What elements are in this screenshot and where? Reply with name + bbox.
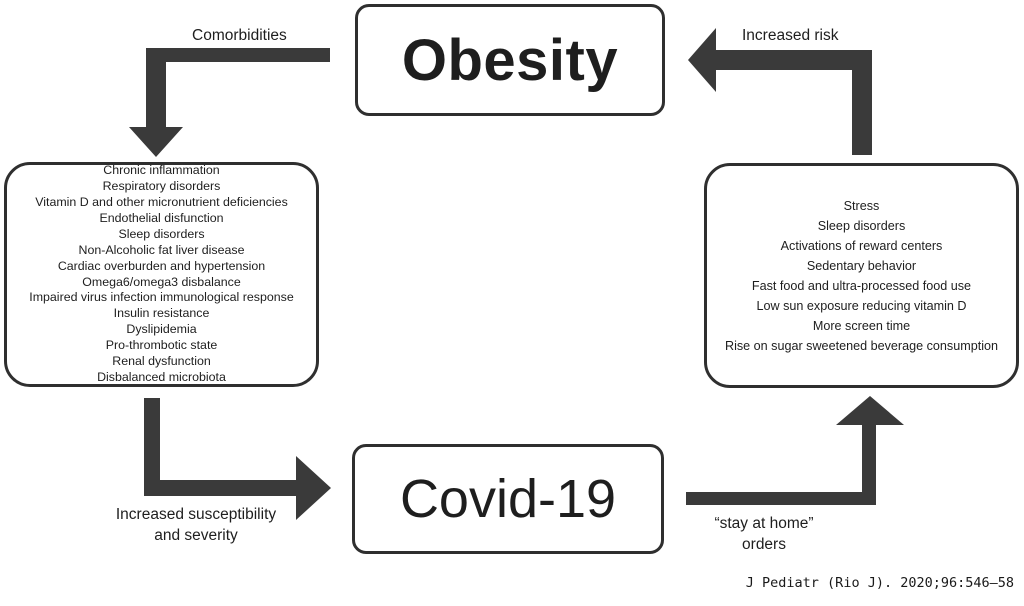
covid-node: Covid-19 bbox=[352, 444, 664, 554]
list-item: Activations of reward centers bbox=[780, 238, 943, 253]
arrow-effects-to-obesity bbox=[688, 28, 872, 155]
susceptibility-edge-label: Increased susceptibility and severity bbox=[106, 504, 286, 546]
list-item: Sleep disorders bbox=[118, 226, 205, 241]
list-item: More screen time bbox=[812, 318, 911, 333]
list-item: Endothelial disfunction bbox=[99, 210, 224, 225]
stay-at-home-edge-label: “stay at home” orders bbox=[704, 513, 824, 555]
list-item: Sleep disorders bbox=[817, 218, 906, 233]
arrow-comorbidities-to-covid bbox=[144, 398, 331, 520]
list-item: Non-Alcoholic fat liver disease bbox=[78, 242, 245, 257]
list-item: Fast food and ultra-processed food use bbox=[751, 278, 972, 293]
list-item: Dyslipidemia bbox=[126, 322, 197, 337]
list-item: Pro-thrombotic state bbox=[105, 338, 218, 353]
list-item: Insulin resistance bbox=[113, 306, 210, 321]
stay-at-home-line-1: “stay at home” bbox=[714, 515, 814, 532]
arrow-covid-to-effects bbox=[686, 396, 904, 505]
list-item: Low sun exposure reducing vitamin D bbox=[756, 298, 967, 313]
list-item: Impaired virus infection immunological r… bbox=[29, 290, 294, 305]
stay-at-home-line-2: orders bbox=[742, 536, 786, 553]
list-item: Stress bbox=[843, 198, 880, 213]
susceptibility-line-1: Increased susceptibility bbox=[115, 506, 277, 523]
list-item: Respiratory disorders bbox=[102, 179, 221, 194]
increased-risk-edge-label: Increased risk bbox=[742, 27, 839, 44]
citation: J Pediatr (Rio J). 2020;96:546–58 bbox=[745, 575, 1014, 591]
list-item: Rise on sugar sweetened beverage consump… bbox=[724, 338, 999, 353]
list-item: Sedentary behavior bbox=[806, 258, 917, 273]
comorbidities-list: Chronic inflammation Respiratory disorde… bbox=[29, 163, 293, 386]
susceptibility-line-2: and severity bbox=[154, 527, 238, 544]
list-item: Chronic inflammation bbox=[103, 163, 220, 178]
stay-at-home-effects-box: Stress Sleep disorders Activations of re… bbox=[704, 163, 1019, 388]
list-item: Vitamin D and other micronutrient defici… bbox=[35, 194, 288, 209]
covid-label: Covid-19 bbox=[399, 469, 617, 529]
comorbidities-edge-label: Comorbidities bbox=[192, 27, 287, 44]
obesity-node: Obesity bbox=[355, 4, 665, 116]
list-item: Omega6/omega3 disbalance bbox=[82, 274, 241, 289]
obesity-label: Obesity bbox=[401, 27, 619, 93]
arrow-obesity-to-comorbidities bbox=[129, 48, 330, 157]
stay-at-home-effects-list: Stress Sleep disorders Activations of re… bbox=[725, 196, 998, 356]
list-item: Cardiac overburden and hypertension bbox=[57, 258, 266, 273]
list-item: Disbalanced microbiota bbox=[97, 369, 226, 384]
list-item: Renal dysfunction bbox=[112, 354, 211, 369]
comorbidities-box: Chronic inflammation Respiratory disorde… bbox=[4, 162, 319, 387]
